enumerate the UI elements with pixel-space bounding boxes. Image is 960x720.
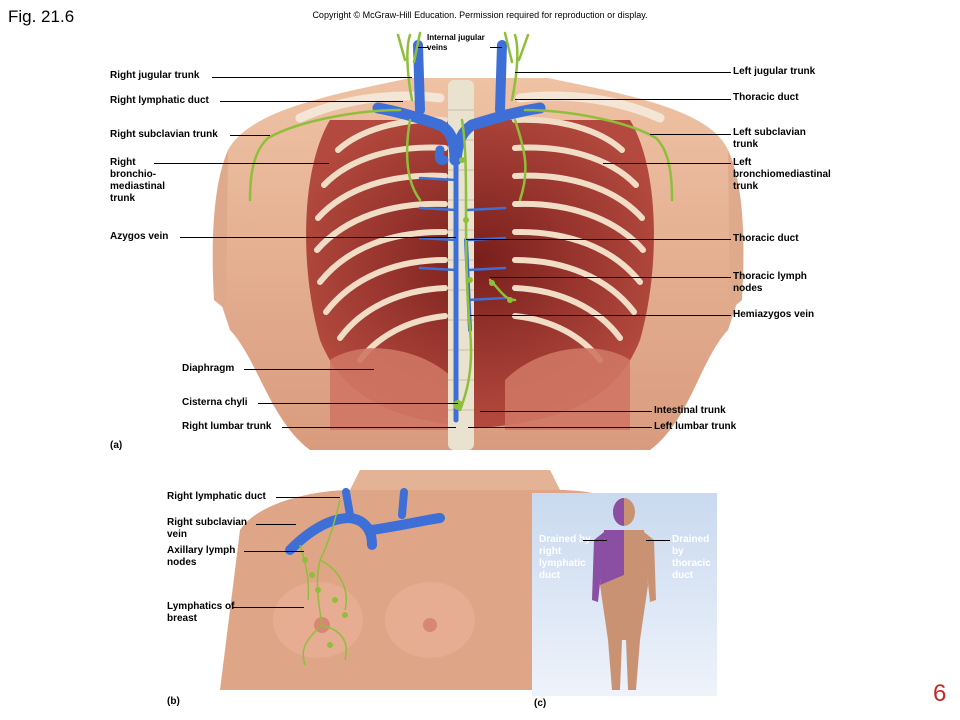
lymphatic-vessels: [248, 31, 674, 412]
axillary-nodes: [302, 557, 348, 648]
copyright-notice: Copyright © McGraw-Hill Education. Permi…: [312, 10, 648, 20]
label-azygos-vein: Azygos vein: [110, 231, 169, 242]
leader-left-bronchiomediastinal-trunk: [603, 163, 731, 164]
label-left-jugular-trunk: Left jugular trunk: [733, 66, 816, 77]
leader-right-lymphatic-duct: [220, 101, 403, 102]
leader-right-jugular-trunk: [212, 77, 412, 78]
leader-left-lumbar-trunk: [468, 427, 652, 428]
leader-thoracic-lymph-nodes: [490, 277, 731, 278]
leader-b-lymphatics-of-breast: [232, 607, 304, 608]
lymph-nodes: [453, 157, 513, 410]
label-right-subclavian-trunk: Right subclavian trunk: [110, 129, 218, 140]
label-b-right-lymphatic-duct: Right lymphatic duct: [167, 491, 266, 502]
leader-left-subclavian-trunk: [650, 134, 731, 135]
label-b-lymphatics-of-breast: Lymphatics of breast: [167, 601, 235, 624]
leader-ijv-right: [490, 47, 502, 48]
leader-thoracic-duct-mid: [466, 239, 731, 240]
page-number: 6: [933, 680, 947, 707]
leader-ijv-left: [418, 47, 428, 48]
leader-azygos-vein: [180, 237, 456, 238]
leader-b-axillary-lymph-nodes: [244, 551, 304, 552]
panel-b-tag: (b): [167, 696, 180, 707]
subclavian-veins-b: [285, 488, 445, 555]
leader-b-right-subclavian-vein: [256, 524, 296, 525]
label-thoracic-duct-mid: Thoracic duct: [733, 233, 799, 244]
label-intestinal-trunk: Intestinal trunk: [654, 405, 726, 416]
label-left-lumbar-trunk: Left lumbar trunk: [654, 421, 737, 432]
label-right-lymphatic-duct: Right lymphatic duct: [110, 95, 209, 106]
label-left-bronchiomediastinal-trunk: Left bronchiomediastinal trunk: [733, 157, 831, 192]
figure-title: Fig. 21.6: [8, 7, 75, 26]
label-c-drained-thoracic: Drained by thoracic duct: [672, 534, 711, 581]
leader-cisterna-chyli: [258, 403, 458, 404]
label-right-bronchiomediastinal-trunk: Right bronchio- mediastinal trunk: [110, 157, 166, 204]
label-hemiazygos-vein: Hemiazygos vein: [733, 309, 815, 320]
leader-right-lumbar-trunk: [282, 427, 456, 428]
ribs: [314, 116, 646, 363]
leader-c-drained-right: [583, 540, 607, 541]
label-internal-jugular-veins: Internal jugular veins: [427, 33, 485, 52]
leader-b-right-lymphatic-duct: [276, 497, 340, 498]
leader-intestinal-trunk: [480, 411, 652, 412]
panel-c-tag: (c): [534, 698, 547, 709]
leader-thoracic-duct-top: [515, 99, 731, 100]
label-diaphragm: Diaphragm: [182, 363, 235, 374]
label-b-right-subclavian-vein: Right subclavian vein: [167, 517, 248, 540]
panel-a-tag: (a): [110, 440, 123, 451]
label-right-jugular-trunk: Right jugular trunk: [110, 70, 200, 81]
leader-hemiazygos-vein: [470, 315, 731, 316]
label-thoracic-duct-top: Thoracic duct: [733, 92, 799, 103]
leader-right-bronchiomediastinal-trunk: [154, 163, 329, 164]
label-left-subclavian-trunk: Left subclavian trunk: [733, 127, 806, 150]
leader-diaphragm: [244, 369, 374, 370]
body-silhouette: [592, 498, 656, 690]
leader-left-jugular-trunk: [515, 72, 731, 73]
leader-right-subclavian-trunk: [230, 135, 270, 136]
label-cisterna-chyli: Cisterna chyli: [182, 397, 248, 408]
label-c-drained-right: Drained by right lymphatic duct: [539, 534, 591, 581]
leader-c-drained-thoracic: [646, 540, 670, 541]
label-right-lumbar-trunk: Right lumbar trunk: [182, 421, 272, 432]
diaphragm: [330, 348, 455, 430]
label-thoracic-lymph-nodes: Thoracic lymph nodes: [733, 271, 807, 294]
label-b-axillary-lymph-nodes: Axillary lymph nodes: [167, 545, 236, 568]
